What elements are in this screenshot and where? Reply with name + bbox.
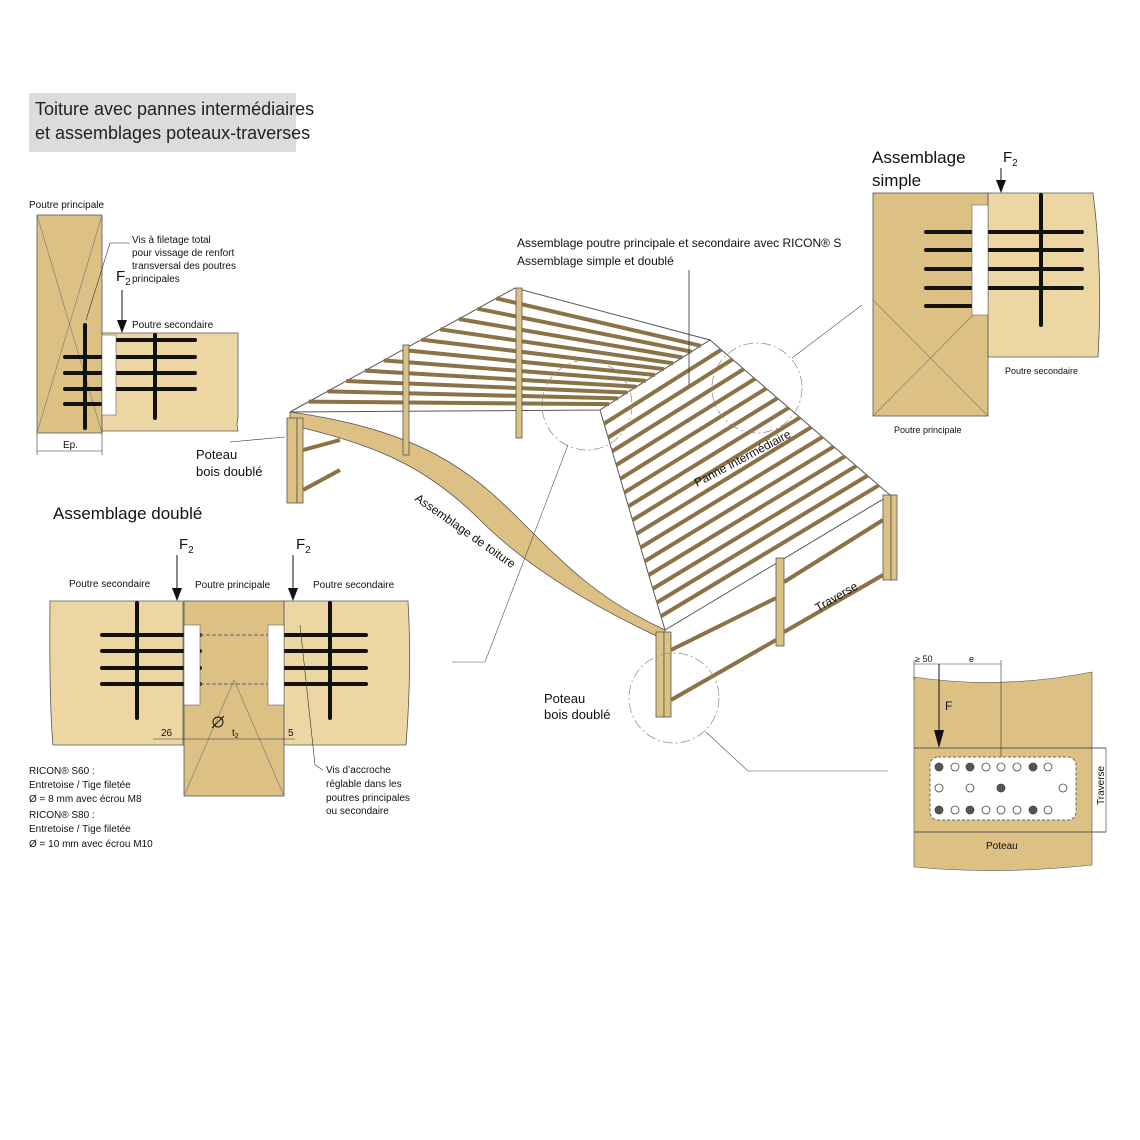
purlin xyxy=(635,425,813,536)
purlin xyxy=(477,306,693,354)
purlin xyxy=(631,415,802,522)
label-secondary-beam: Poutre secondaire xyxy=(1005,366,1078,376)
plate-hole xyxy=(1012,762,1022,772)
plate-hole xyxy=(1043,805,1053,815)
force-arrow xyxy=(117,320,127,333)
roof-callout: Assemblage poutre principale et secondai… xyxy=(517,236,845,268)
hook-note: Vis d’accroche réglable dans les poutres… xyxy=(326,765,413,817)
post-label-left: Poteau bois doublé xyxy=(196,447,263,479)
plate-hole xyxy=(965,805,975,815)
purlin xyxy=(623,396,779,495)
dim-center: t2 xyxy=(232,728,239,740)
purlin xyxy=(627,406,790,508)
crossbeam-label: Traverse xyxy=(813,579,861,615)
purlin xyxy=(383,358,646,383)
plate-hole xyxy=(1058,783,1068,793)
ricon-connector xyxy=(101,334,117,416)
force-label: F2 xyxy=(116,268,131,288)
plate-hole xyxy=(1012,805,1022,815)
plate-hole xyxy=(950,805,960,815)
purlin xyxy=(647,454,847,577)
purlin xyxy=(619,386,768,481)
label-secondary-beam: Poutre secondaire xyxy=(132,320,214,331)
label-main-center: Poutre principale xyxy=(195,580,270,591)
purlins xyxy=(308,296,880,618)
secondary-beam xyxy=(101,332,239,432)
title-box: Toiture avec pannes intermédiaires et as… xyxy=(29,93,314,152)
plate-hole xyxy=(965,783,975,793)
plate-hole xyxy=(981,762,991,772)
purlin xyxy=(402,348,656,377)
plate-hole xyxy=(934,805,944,815)
label-main-beam: Poutre principale xyxy=(29,200,104,211)
double-heading: Assemblage doublé xyxy=(53,504,202,523)
plate-hole xyxy=(981,805,991,815)
detail-post: ≥ 50 e F Traverse Poteau xyxy=(913,654,1107,871)
force-label: F xyxy=(945,699,952,713)
force-label-2: F2 xyxy=(296,536,311,556)
plate-hole xyxy=(1028,762,1038,772)
detail-double: Assemblage doublé F2 F2 Poutre secondair… xyxy=(29,504,413,850)
purlin xyxy=(655,473,869,605)
roof-frame: Assemblage poutre principale et secondai… xyxy=(286,236,898,772)
purlin xyxy=(458,317,683,360)
purlin xyxy=(308,399,610,407)
plate-hole xyxy=(996,783,1006,793)
simple-heading: Assemblage simple xyxy=(872,148,970,190)
title-line-1: Toiture avec pannes intermédiaires xyxy=(35,99,315,119)
purlin xyxy=(643,444,835,563)
plate-hole xyxy=(1028,805,1038,815)
detail-simple: Assemblage simple F2 Poutre secondaire P… xyxy=(872,148,1101,435)
plate-hole xyxy=(950,762,960,772)
dim-right: 5 xyxy=(288,728,294,739)
purlin xyxy=(615,377,757,467)
purlin xyxy=(639,435,824,550)
spacing-label: e xyxy=(969,654,974,664)
post-label: Poteau xyxy=(986,841,1018,852)
label-secondary-left: Poutre secondaire xyxy=(69,579,151,590)
purlin xyxy=(364,368,637,389)
ricon-notes: RICON® S60 : Entretoise / Tige filetée Ø… xyxy=(29,766,153,850)
screws xyxy=(63,323,197,430)
crossbeams xyxy=(302,438,885,702)
min-edge-label: ≥ 50 xyxy=(915,654,932,664)
plate-hole xyxy=(934,762,944,772)
purlin xyxy=(346,379,628,395)
crossbeam-label: Traverse xyxy=(1096,765,1107,805)
force-label-1: F2 xyxy=(179,536,194,556)
purlin xyxy=(421,337,665,372)
plate-hole xyxy=(934,783,944,793)
label-secondary-right: Poutre secondaire xyxy=(313,580,395,591)
post-label-center: Poteau bois doublé xyxy=(544,691,611,722)
label-main-beam: Poutre principale xyxy=(894,425,962,435)
plate-hole xyxy=(996,805,1006,815)
purlin xyxy=(607,357,734,440)
purlin xyxy=(659,483,880,618)
force-label: F2 xyxy=(1003,149,1018,169)
detail-left: Poutre principale F2 Vis à filetage tota… xyxy=(29,200,286,479)
posts xyxy=(286,287,898,718)
purlin xyxy=(611,367,745,453)
dim-left: 26 xyxy=(161,728,173,739)
purlin xyxy=(327,389,619,401)
plate-hole xyxy=(996,762,1006,772)
purlin xyxy=(651,464,858,591)
plate-hole xyxy=(1043,762,1053,772)
purlin xyxy=(439,327,674,366)
plate-hole xyxy=(965,762,975,772)
title-line-2: et assemblages poteaux-traverses xyxy=(35,123,311,143)
thickness-label: Ep. xyxy=(63,440,78,451)
screw-note: Vis à filetage total pour vissage de ren… xyxy=(132,235,239,285)
purlin xyxy=(602,347,723,426)
purlin xyxy=(495,296,702,348)
